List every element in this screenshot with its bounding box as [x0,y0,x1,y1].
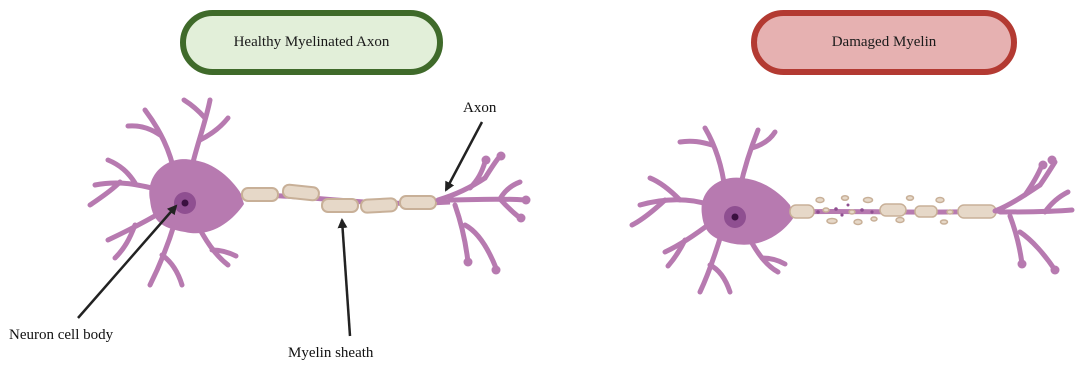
damaged-panel-title: Damaged Myelin [751,10,1017,75]
healthy-panel-title-text: Healthy Myelinated Axon [234,34,390,51]
damaged-nucleolus [732,214,739,221]
healthy-nucleolus [182,200,189,207]
damaged-neuron [632,128,1072,292]
damaged-soma [702,178,794,245]
myelin-sheath-label: Myelin sheath [288,345,373,362]
healthy-neuron [90,100,531,285]
healthy-panel-title: Healthy Myelinated Axon [180,10,443,75]
healthy-terminal-boutons [464,152,531,275]
axon-label: Axon [463,100,496,117]
healthy-axon-terminal [438,156,525,268]
cell-body-label: Neuron cell body [9,327,113,344]
damaged-panel-title-text: Damaged Myelin [832,34,937,51]
myelin-sheath-arrow [342,220,350,336]
healthy-myelin-sheath [242,184,436,213]
healthy-soma [149,159,244,233]
damaged-axon-terminal [995,162,1072,270]
